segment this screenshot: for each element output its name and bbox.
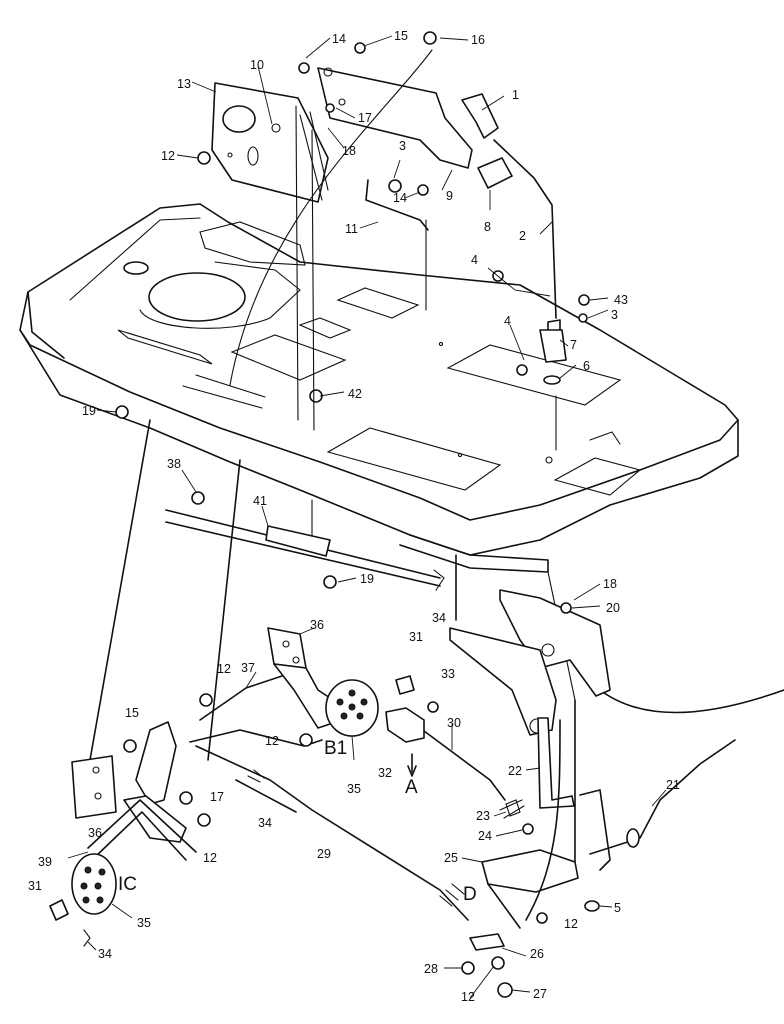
part-label-13: 13 xyxy=(177,77,191,91)
part-label-19: 19 xyxy=(360,572,374,586)
part-label-4: 4 xyxy=(471,253,478,267)
part-label-37: 37 xyxy=(241,661,255,675)
part-label-20: 20 xyxy=(606,601,620,615)
part-30-rod xyxy=(385,701,506,801)
part-2-rod xyxy=(493,139,557,319)
part-label-16: 16 xyxy=(471,33,485,47)
part-label-35: 35 xyxy=(137,916,151,930)
leader-lines-upper xyxy=(96,35,609,451)
part-7-pivot xyxy=(539,329,567,385)
part-label-8: 8 xyxy=(484,220,491,234)
part-label-43: 43 xyxy=(614,293,628,307)
leader-41 xyxy=(261,505,269,527)
part-label-17: 17 xyxy=(210,790,224,804)
part-label-32: 32 xyxy=(378,766,392,780)
part-label-14: 14 xyxy=(332,32,346,46)
part-label-36: 36 xyxy=(88,826,102,840)
part-label-5: 5 xyxy=(614,901,621,915)
leader-38 xyxy=(181,469,197,493)
part-25-bracket xyxy=(461,699,579,929)
part-labels: 1 2 3 3 4 4 5 6 7 8 9 10 11 12 12 12 12 … xyxy=(28,29,680,1004)
part-36-left-bracket xyxy=(71,755,117,819)
part-label-34: 34 xyxy=(432,611,446,625)
part-label-35: 35 xyxy=(347,782,361,796)
part-label-7: 7 xyxy=(570,338,577,352)
part-label-2: 2 xyxy=(519,229,526,243)
part-label-15: 15 xyxy=(394,29,408,43)
part-label-11: 11 xyxy=(345,222,358,236)
right-bracket xyxy=(449,583,611,736)
part-label-17: 17 xyxy=(358,111,372,125)
part-label-9: 9 xyxy=(446,189,453,203)
part-label-33: 33 xyxy=(441,667,455,681)
part-13-plate xyxy=(211,82,329,203)
part-label-41: 41 xyxy=(253,494,267,508)
part-8-knob xyxy=(477,157,513,189)
part-label-15: 15 xyxy=(125,706,139,720)
part-label-23: 23 xyxy=(476,809,490,823)
part-label-42: 42 xyxy=(348,387,362,401)
part-label-34: 34 xyxy=(98,947,112,961)
part-35-knob-b1 xyxy=(325,675,415,761)
part-label-18: 18 xyxy=(342,144,356,158)
leader-19b xyxy=(337,577,357,583)
part-label-10: 10 xyxy=(250,58,264,72)
part-label-38: 38 xyxy=(167,457,181,471)
part-label-12: 12 xyxy=(217,662,231,676)
part-label-28: 28 xyxy=(424,962,438,976)
part-label-14: 14 xyxy=(393,191,407,205)
callout-b1: B1 xyxy=(324,738,347,759)
part-label-3: 3 xyxy=(611,308,618,322)
part-label-12: 12 xyxy=(564,917,578,931)
part-21-rod xyxy=(579,739,736,912)
part-label-26: 26 xyxy=(530,947,544,961)
part-label-24: 24 xyxy=(478,829,492,843)
part-label-12: 12 xyxy=(461,990,475,1004)
part-label-12: 12 xyxy=(161,149,175,163)
part-label-4: 4 xyxy=(504,314,511,328)
part-label-12: 12 xyxy=(203,851,217,865)
parts-22-24 xyxy=(493,717,575,837)
part-41-link xyxy=(165,491,445,591)
part-label-34: 34 xyxy=(258,816,272,830)
part-11-link xyxy=(365,179,429,231)
part-label-12: 12 xyxy=(265,734,279,748)
part-label-29: 29 xyxy=(317,847,331,861)
part-label-39: 39 xyxy=(38,855,52,869)
callout-d: D xyxy=(463,884,477,905)
part-36-plate xyxy=(267,627,337,729)
part-label-22: 22 xyxy=(508,764,522,778)
fasteners-upper xyxy=(115,31,590,419)
part-label-6: 6 xyxy=(583,359,590,373)
part-label-36: 36 xyxy=(310,618,324,632)
frame-deck xyxy=(19,203,739,573)
part-label-3: 3 xyxy=(399,139,406,153)
part-label-1: 1 xyxy=(512,88,519,102)
part-label-30: 30 xyxy=(447,716,461,730)
part-39-arm xyxy=(67,799,197,861)
part-9-bracket xyxy=(317,67,473,169)
part-35-knob-c xyxy=(49,853,133,951)
part-label-25: 25 xyxy=(444,851,458,865)
part-label-21: 21 xyxy=(666,778,680,792)
part-label-19: 19 xyxy=(82,404,96,418)
callout-letters: B1 A IC D xyxy=(118,738,477,905)
part-label-27: 27 xyxy=(533,987,547,1001)
part-1-grip xyxy=(461,93,499,139)
callout-a: A xyxy=(405,777,418,798)
part-label-18: 18 xyxy=(603,577,617,591)
part-label-31: 31 xyxy=(409,630,423,644)
part-37-lever xyxy=(123,671,323,843)
callout-c: IC xyxy=(118,874,137,895)
part-29-rod xyxy=(195,745,531,999)
part-label-31: 31 xyxy=(28,879,42,893)
